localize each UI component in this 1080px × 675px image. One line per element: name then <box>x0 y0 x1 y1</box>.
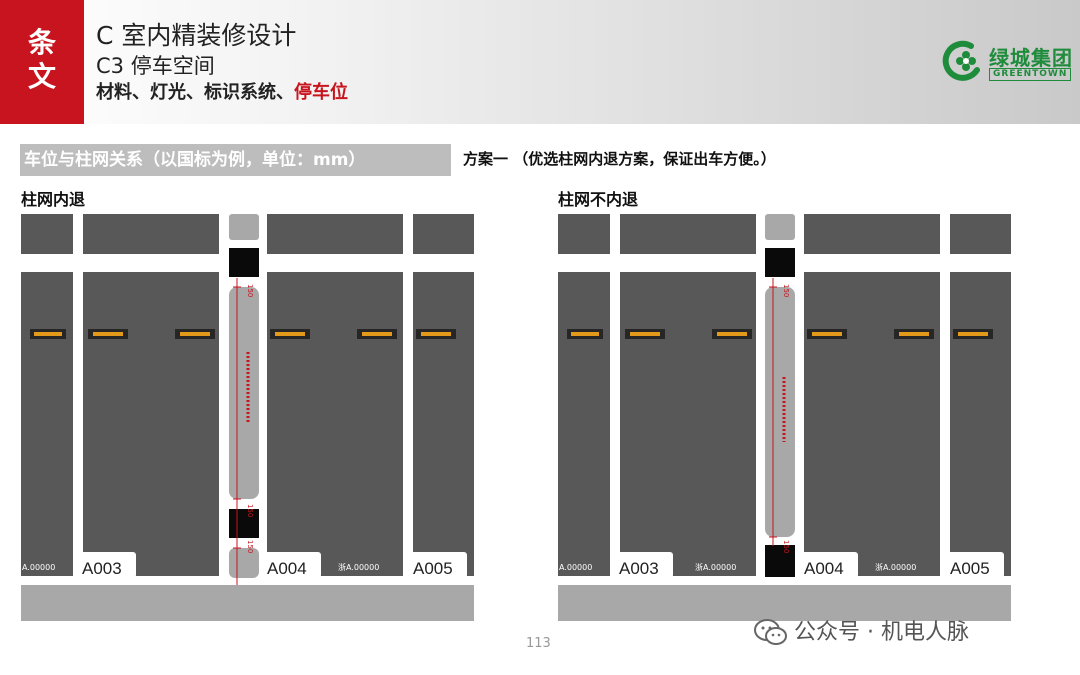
separator-strip <box>229 287 259 499</box>
driveway <box>558 585 1011 621</box>
right-parking-diagram: 150 150 A003 A004 A005 A.00000 浙A.00000 … <box>558 214 1011 621</box>
parking-spot <box>804 272 940 576</box>
wheel-stop <box>953 329 993 339</box>
driveway <box>21 585 474 621</box>
top-block <box>413 214 474 254</box>
wheel-stop <box>88 329 128 339</box>
column-top-cap <box>229 214 259 240</box>
right-diagram-label: 柱网不内退 <box>558 190 639 209</box>
plate-label: A.00000 <box>559 563 592 572</box>
logo-text-cn: 绿城集团 <box>989 46 1073 70</box>
watermark-text: 公众号 · 机电人脉 <box>794 620 969 645</box>
spot-plate <box>944 552 1004 578</box>
page-subtitle: C3 停车空间 <box>96 54 215 78</box>
breadcrumb-prefix: 材料、灯光、标识系统、 <box>96 82 294 103</box>
plan-title: 方案一 （优选柱网内退方案，保证出车方便。） <box>463 150 776 168</box>
dimension-label: 150 <box>782 284 790 297</box>
wheel-stop <box>894 329 934 339</box>
dimension-label: 150 <box>782 540 790 553</box>
top-block <box>804 214 940 254</box>
watermark: 公众号 · 机电人脉 <box>754 616 969 650</box>
wheel-stop <box>625 329 665 339</box>
spot-number: A005 <box>950 559 990 578</box>
spot-plate <box>613 552 673 578</box>
parking-spot <box>267 272 403 576</box>
wheel-stop <box>30 329 66 339</box>
structural-column <box>229 248 259 277</box>
dimension-label: 150 <box>246 284 254 297</box>
spot-number: A004 <box>267 559 307 578</box>
spot-number: A003 <box>82 559 122 578</box>
parking-spot <box>83 272 219 576</box>
spot-number: A003 <box>619 559 659 578</box>
plate-label: A.00000 <box>22 563 55 572</box>
spot-number: A004 <box>804 559 844 578</box>
greentown-logo: 绿城集团 GREENTOWN <box>941 40 1073 82</box>
plate-label: 浙A.00000 <box>875 562 916 572</box>
top-block <box>21 214 73 254</box>
wheel-stop <box>357 329 397 339</box>
parking-spot <box>950 272 1011 576</box>
section-tag-char-2: 文 <box>27 60 56 93</box>
wheel-stop <box>175 329 215 339</box>
spot-plate <box>261 552 321 578</box>
dimension-label: 150 <box>246 504 254 517</box>
top-block <box>950 214 1011 254</box>
spot-plate <box>798 552 858 578</box>
top-block <box>620 214 756 254</box>
structural-column <box>765 545 795 577</box>
plate-label: 浙A.00000 <box>695 562 736 572</box>
section-bar-title: 车位与柱网关系（以国标为例，单位：mm） <box>20 144 451 176</box>
breadcrumb-highlight: 停车位 <box>294 82 348 103</box>
plate-label: 浙A.00000 <box>338 562 379 572</box>
wheel-stop <box>416 329 456 339</box>
page-number: 113 <box>526 636 551 651</box>
slide-header: 条 文 C 室内精装修设计 C3 停车空间 材料、灯光、标识系统、停车位 绿城集… <box>0 0 1080 124</box>
breadcrumb: 材料、灯光、标识系统、停车位 <box>96 78 348 104</box>
greentown-logo-icon <box>942 40 980 81</box>
logo-text-en: GREENTOWN <box>989 68 1072 81</box>
section-tag: 条 文 <box>0 0 84 124</box>
wheel-stop <box>567 329 603 339</box>
spot-number: A005 <box>413 559 453 578</box>
dimension-label: 150 <box>246 540 254 553</box>
section-tag-char-1: 条 <box>27 26 56 59</box>
parking-spot <box>558 272 610 576</box>
wheel-stop <box>807 329 847 339</box>
spot-plate <box>407 552 467 578</box>
wechat-icon <box>754 619 787 645</box>
wheel-stop <box>712 329 752 339</box>
page-title: C 室内精装修设计 <box>96 21 297 50</box>
top-block <box>558 214 610 254</box>
structural-column <box>229 509 259 538</box>
left-diagram-label: 柱网内退 <box>21 190 86 209</box>
top-block <box>267 214 403 254</box>
structural-column <box>765 248 795 277</box>
spot-plate <box>76 552 136 578</box>
left-parking-diagram: 150 150 150 A003 A004 A005 A.00000 浙A.00… <box>21 214 474 621</box>
wheel-stop <box>270 329 310 339</box>
parking-spot <box>620 272 756 576</box>
top-block <box>83 214 219 254</box>
parking-spot <box>413 272 474 576</box>
separator-strip <box>765 287 795 537</box>
column-top-cap <box>765 214 795 240</box>
parking-spot <box>21 272 73 576</box>
